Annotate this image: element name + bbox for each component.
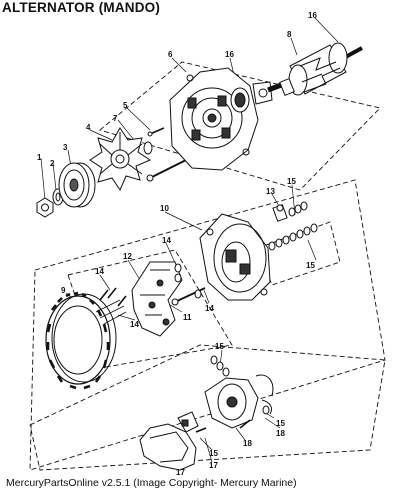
callout-10: 10 [160, 204, 169, 213]
brush-holder [177, 411, 199, 433]
terminal-nut-stack [288, 201, 308, 217]
callout-14-right: 14 [205, 304, 214, 313]
callout-14-mid: 14 [130, 320, 139, 329]
callout-15-top: 15 [287, 177, 296, 186]
callout-labels: 1 2 3 4 5 6 7 8 9 10 11 12 13 14 14 14 1… [37, 11, 317, 477]
small-screws [147, 127, 165, 137]
callout-11: 11 [183, 313, 192, 322]
rear-housing [199, 213, 271, 301]
terminal-insulator [272, 204, 288, 222]
callout-7: 7 [113, 114, 118, 123]
rectifier-bridge [131, 261, 183, 337]
callout-3: 3 [63, 143, 68, 152]
callout-15-bearing: 15 [306, 261, 315, 270]
callout-16-rotor: 16 [308, 11, 317, 20]
callout-16-bearing: 16 [225, 50, 234, 59]
stator [45, 291, 127, 390]
regulator-hardware [195, 355, 270, 433]
callout-4: 4 [86, 123, 91, 132]
callout-14-left: 14 [95, 267, 104, 276]
rotor [267, 42, 363, 97]
copyright-footer: MercuryPartsOnline v2.5.1 (Image Copyrig… [6, 477, 297, 489]
callout-1: 1 [37, 153, 42, 162]
cooling-fan [89, 127, 152, 192]
voltage-regulator [204, 374, 274, 429]
callout-2: 2 [50, 159, 55, 168]
callout-15-right: 15 [276, 419, 285, 428]
callout-5: 5 [123, 101, 128, 110]
pulley-nut [36, 197, 54, 218]
callout-12: 12 [123, 252, 132, 261]
callout-15-regulator: 15 [215, 342, 224, 351]
spacer-collar [143, 141, 153, 155]
callout-17-cover: 17 [176, 468, 185, 477]
callout-17-holder: 17 [209, 461, 218, 470]
callout-9: 9 [61, 286, 66, 295]
callout-18-regulator: 18 [243, 439, 252, 448]
diagram-title: ALTERNATOR (MANDO) [2, 0, 161, 15]
front-housing [169, 67, 259, 171]
callout-15-bottom: 15 [209, 449, 218, 458]
terminal-washer-stack [268, 223, 318, 251]
callout-14-upper: 14 [162, 236, 171, 245]
callout-8: 8 [287, 30, 292, 39]
callout-18-right: 18 [276, 429, 285, 438]
callout-13: 13 [266, 187, 275, 196]
callout-6: 6 [168, 50, 173, 59]
boundary-stator-rear [29, 179, 386, 471]
boundary-rear-cover [29, 344, 386, 471]
bearing-plate [252, 81, 273, 105]
rectifier-screws [99, 263, 202, 307]
rear-cover [139, 423, 197, 471]
front-bearing [230, 87, 250, 113]
pulley [58, 162, 96, 208]
through-bolt [146, 157, 191, 182]
